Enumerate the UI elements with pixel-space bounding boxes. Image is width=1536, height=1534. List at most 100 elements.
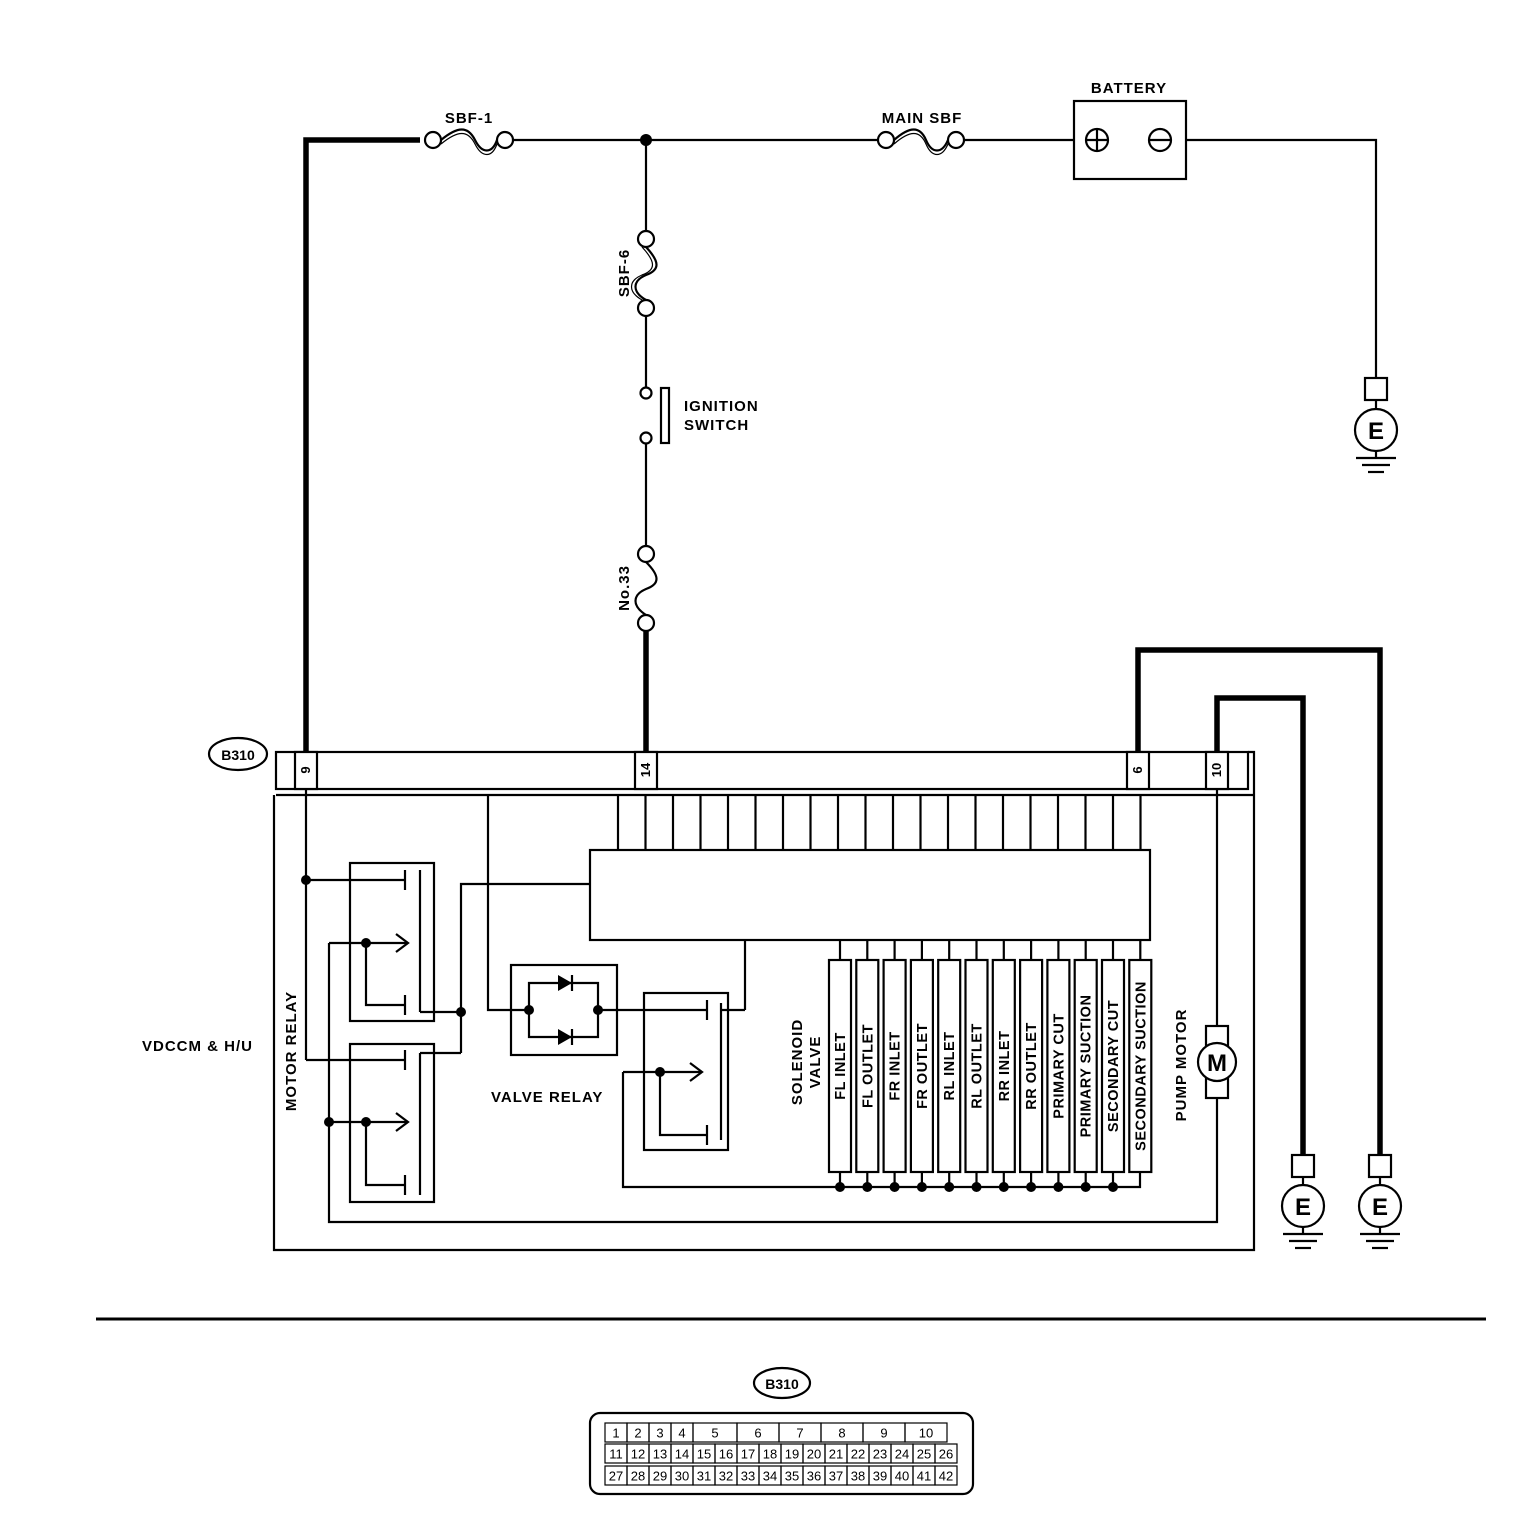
- pin-number: 16: [719, 1447, 733, 1462]
- motor-relay-contact-1: [329, 861, 461, 1023]
- connector-pin: 10: [1204, 750, 1230, 791]
- pin-number: 4: [678, 1426, 685, 1441]
- earth-ground: E: [1357, 1153, 1403, 1250]
- solenoid-label-line1: SOLENOID: [789, 1019, 806, 1105]
- pin-number: 21: [829, 1447, 843, 1462]
- control-unit: [588, 848, 1152, 942]
- solenoid-valve-label: FL INLET: [833, 1032, 849, 1099]
- solenoid-valve-label: SECONDARY SUCTION: [1133, 981, 1149, 1151]
- pin-number: 11: [609, 1447, 623, 1462]
- solenoid-valve: SECONDARY CUT: [1100, 940, 1126, 1192]
- pin-number: 26: [939, 1447, 953, 1462]
- battery: BATTERY: [1072, 80, 1188, 181]
- power-circuit: SBF-1 MAIN SBF BATTERY: [303, 80, 1399, 1155]
- solenoid-valve: PRIMARY CUT: [1046, 940, 1071, 1192]
- solenoid-valve: RL OUTLET: [964, 940, 989, 1192]
- pin-number: 17: [741, 1447, 755, 1462]
- pin-number: 29: [653, 1469, 667, 1484]
- earth-ground: E: [1280, 1153, 1326, 1250]
- motor-relay-label: MOTOR RELAY: [283, 991, 300, 1111]
- pin-number: 23: [873, 1447, 887, 1462]
- solenoid-valve-label: FR INLET: [888, 1031, 904, 1100]
- solenoid-valve-label: RR INLET: [997, 1031, 1013, 1102]
- pin-number: 13: [653, 1447, 667, 1462]
- connector-pin: 9: [293, 750, 319, 791]
- earth-ground: E: [1353, 376, 1399, 474]
- ignition-switch: IGNITION SWITCH: [639, 386, 759, 445]
- pump-motor-symbol: M: [1207, 1050, 1227, 1077]
- solenoid-valve-label: RL OUTLET: [970, 1023, 986, 1109]
- solenoid-valve: RR OUTLET: [1018, 940, 1044, 1192]
- ignition-label-line1: IGNITION: [684, 398, 759, 415]
- valve-relay-contact: [621, 940, 1142, 1189]
- main-sbf-label: MAIN SBF: [882, 110, 963, 127]
- fuse33-label: No.33: [616, 565, 633, 611]
- solenoid-valve: RL INLET: [937, 940, 962, 1192]
- main-sbf-fuse: MAIN SBF: [876, 110, 966, 156]
- solenoid-valve-label: PRIMARY SUCTION: [1079, 995, 1095, 1138]
- pin-number: 12: [631, 1447, 645, 1462]
- solenoid-valve: FL OUTLET: [855, 940, 880, 1192]
- pump-motor-label: PUMP MOTOR: [1173, 1009, 1190, 1122]
- solenoid-valve: PRIMARY SUCTION: [1073, 940, 1098, 1192]
- sbf1-label: SBF-1: [445, 110, 493, 127]
- pin-number: 36: [807, 1469, 821, 1484]
- earth-letter: E: [1368, 418, 1384, 445]
- earth-letter: E: [1295, 1194, 1311, 1221]
- solenoid-valve: RR INLET: [991, 940, 1016, 1192]
- solenoid-valve-label: FR OUTLET: [915, 1023, 931, 1109]
- earth-letter: E: [1372, 1194, 1388, 1221]
- solenoid-valve: FR OUTLET: [909, 940, 935, 1192]
- svg-text:14: 14: [638, 762, 653, 777]
- pin-number: 40: [895, 1469, 909, 1484]
- solenoid-valve-label: RR OUTLET: [1024, 1022, 1040, 1109]
- pin-number: 35: [785, 1469, 799, 1484]
- solenoid-valve-label: PRIMARY CUT: [1051, 1013, 1067, 1118]
- sbf6-fuse: SBF-6: [616, 229, 658, 318]
- pin-number: 1: [612, 1426, 619, 1441]
- pin-number: 33: [741, 1469, 755, 1484]
- solenoid-valve: FL INLET: [827, 940, 853, 1192]
- solenoid-valve-label: FL OUTLET: [860, 1024, 876, 1108]
- svg-text:9: 9: [298, 766, 313, 773]
- fuse-no33: No.33: [616, 544, 658, 633]
- motor-relay-contact-2: [324, 1042, 461, 1204]
- connector-face-label: B310: [765, 1376, 799, 1392]
- connector-id: B310: [221, 747, 255, 763]
- svg-text:10: 10: [1209, 763, 1224, 777]
- pin-number: 15: [697, 1447, 711, 1462]
- solenoid-valve: SECONDARY SUCTION: [1128, 940, 1153, 1174]
- solenoid-valve: FR INLET: [882, 940, 907, 1192]
- pump-motor: M PUMP MOTOR: [1173, 1009, 1238, 1122]
- pin-number: 27: [609, 1469, 623, 1484]
- pin-number: 32: [719, 1469, 733, 1484]
- pin-number: 24: [895, 1447, 909, 1462]
- solenoid-label-line2: VALVE: [807, 1036, 824, 1089]
- sbf1-fuse: SBF-1: [423, 110, 515, 156]
- pin-number: 42: [939, 1469, 953, 1484]
- pin-number: 5: [711, 1426, 718, 1441]
- pin-number: 10: [919, 1426, 933, 1441]
- pin-number: 3: [656, 1426, 663, 1441]
- pin-number: 25: [917, 1447, 931, 1462]
- ignition-label-line2: SWITCH: [684, 417, 749, 434]
- pin-number: 19: [785, 1447, 799, 1462]
- pin-number: 37: [829, 1469, 843, 1484]
- pin-number: 20: [807, 1447, 821, 1462]
- pin-number: 34: [763, 1469, 777, 1484]
- pin-number: 31: [697, 1469, 711, 1484]
- svg-text:6: 6: [1130, 766, 1145, 773]
- pin-number: 28: [631, 1469, 645, 1484]
- pin-number: 14: [675, 1447, 689, 1462]
- pin-number: 9: [880, 1426, 887, 1441]
- pin-number: 38: [851, 1469, 865, 1484]
- pin-number: 6: [754, 1426, 761, 1441]
- pin-number: 7: [796, 1426, 803, 1441]
- valve-relay-label: VALVE RELAY: [491, 1089, 603, 1106]
- pin-number: 22: [851, 1447, 865, 1462]
- solenoid-valve-label: RL INLET: [942, 1032, 958, 1101]
- valve-relay-diodes: [486, 795, 707, 1057]
